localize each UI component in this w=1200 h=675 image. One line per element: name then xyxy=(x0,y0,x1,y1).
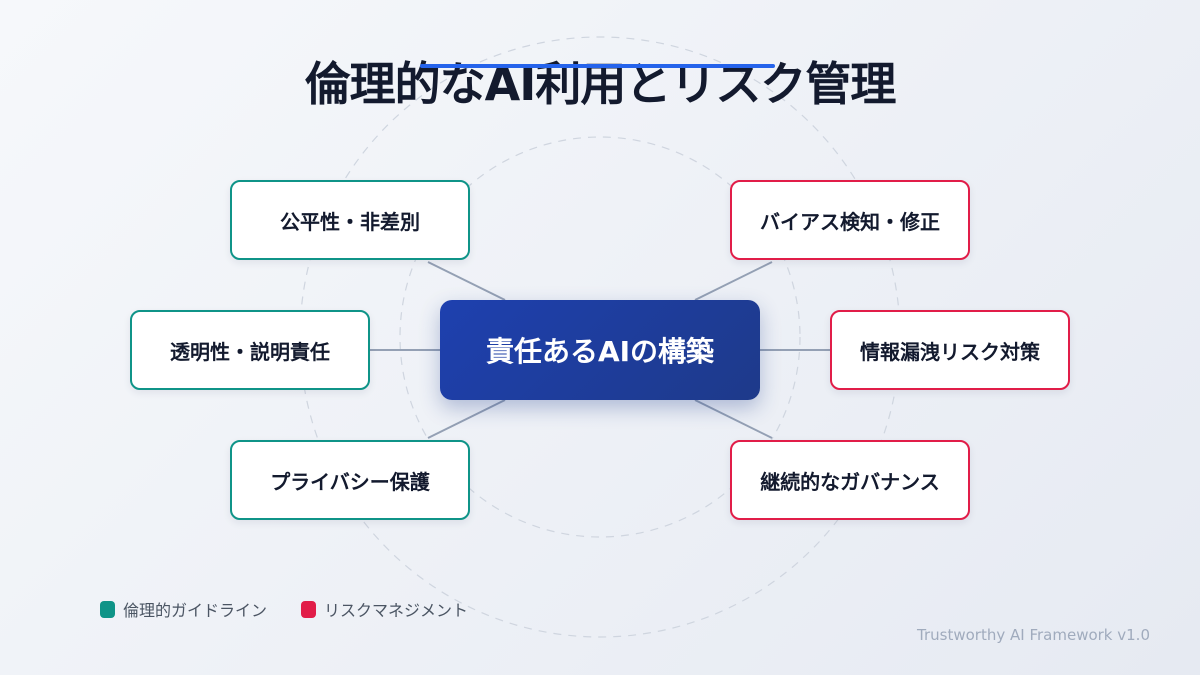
legend: 倫理的ガイドライン リスクマネジメント xyxy=(100,597,468,621)
legend-label: リスクマネジメント xyxy=(324,601,469,620)
node-leak: 情報漏洩リスク対策 xyxy=(830,310,1070,390)
node-transparency: 透明性・説明責任 xyxy=(130,310,370,390)
legend-item-ethics: 倫理的ガイドライン xyxy=(100,597,267,621)
node-governance: 継続的なガバナンス xyxy=(730,440,970,520)
teal-swatch xyxy=(100,600,115,618)
connector-line xyxy=(427,261,506,301)
page-title: 倫理的なAI利用とリスク管理 xyxy=(304,57,897,111)
footer-text: Trustworthy AI Framework v1.0 xyxy=(917,626,1150,644)
node-fairness: 公平性・非差別 xyxy=(230,180,470,260)
node-privacy: プライバシー保護 xyxy=(230,440,470,520)
connector-line xyxy=(427,399,506,439)
legend-label: 倫理的ガイドライン xyxy=(123,601,268,620)
node-bias: バイアス検知・修正 xyxy=(730,180,970,260)
center-node: 責任あるAIの構築 xyxy=(440,300,760,400)
red-swatch xyxy=(301,600,317,618)
connector-line xyxy=(694,399,773,439)
legend-item-risk: リスクマネジメント xyxy=(301,597,468,621)
inner-dashed-ring xyxy=(399,136,801,538)
connector-line xyxy=(694,261,773,301)
title-accent-bar xyxy=(420,64,775,68)
